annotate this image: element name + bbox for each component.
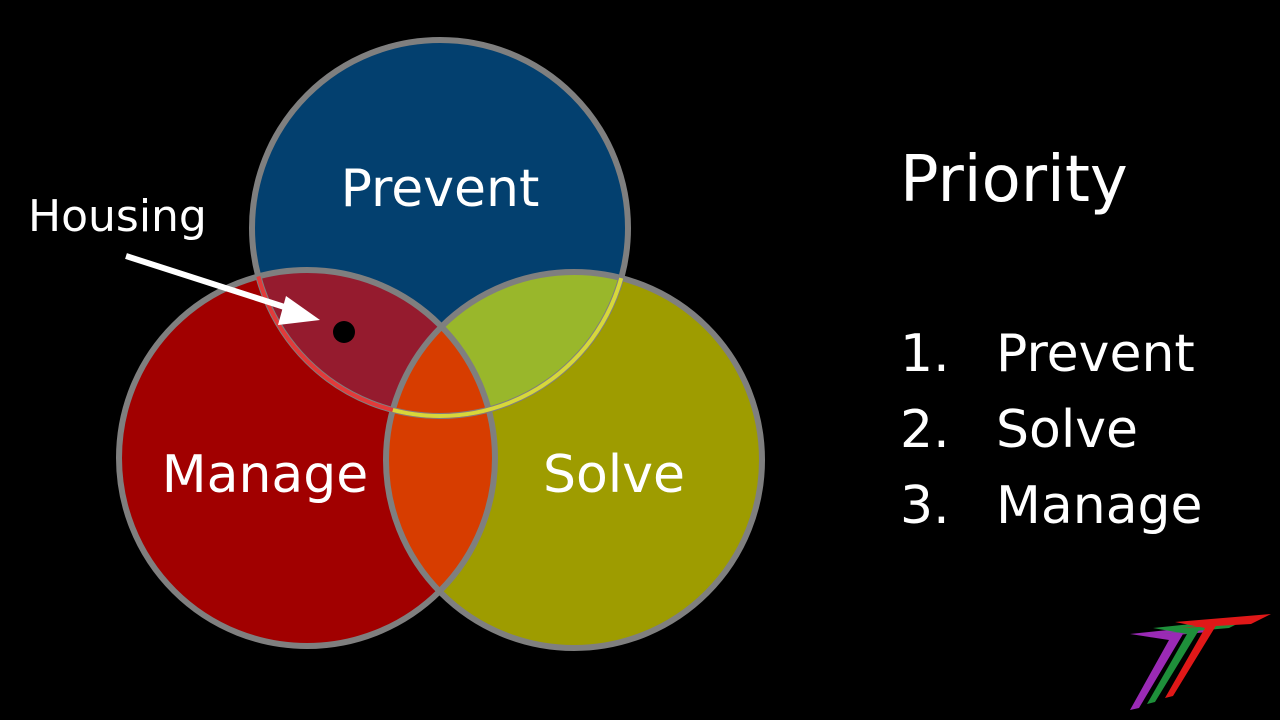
housing-arrow bbox=[125, 253, 301, 315]
prevent-solve-arc-highlight bbox=[386, 272, 630, 418]
overlap-prevent-solve bbox=[386, 272, 628, 416]
priority-label: Manage bbox=[996, 476, 1203, 536]
circle-manage-outline bbox=[116, 267, 498, 649]
seven-logo-icon bbox=[1130, 614, 1271, 710]
solve-label: Solve bbox=[543, 445, 685, 505]
logo-stripe-green bbox=[1147, 618, 1249, 704]
overlap-prevent-manage bbox=[252, 270, 495, 416]
priority-title: Priority bbox=[900, 143, 1128, 217]
priority-item: 2. Solve bbox=[900, 392, 1270, 468]
priority-number: 1. bbox=[900, 324, 950, 384]
priority-list: 1. Prevent 2. Solve 3. Manage bbox=[900, 316, 1270, 544]
logo-stripe-purple bbox=[1130, 624, 1225, 710]
housing-marker bbox=[333, 321, 355, 343]
priority-item: 1. Prevent bbox=[900, 316, 1270, 392]
priority-label: Solve bbox=[996, 400, 1139, 460]
priority-label: Prevent bbox=[996, 324, 1195, 384]
priority-number: 3. bbox=[900, 476, 950, 536]
prevent-label: Prevent bbox=[341, 159, 540, 219]
circle-solve-outline bbox=[383, 269, 765, 651]
manage-label: Manage bbox=[162, 445, 369, 505]
housing-arrowhead bbox=[278, 296, 320, 325]
housing-label: Housing bbox=[28, 191, 207, 242]
priority-number: 2. bbox=[900, 400, 950, 460]
priority-item: 3. Manage bbox=[900, 468, 1270, 544]
logo-stripe-red bbox=[1165, 614, 1271, 698]
priority-panel: Priority 1. Prevent 2. Solve 3. Manage bbox=[900, 140, 1270, 544]
